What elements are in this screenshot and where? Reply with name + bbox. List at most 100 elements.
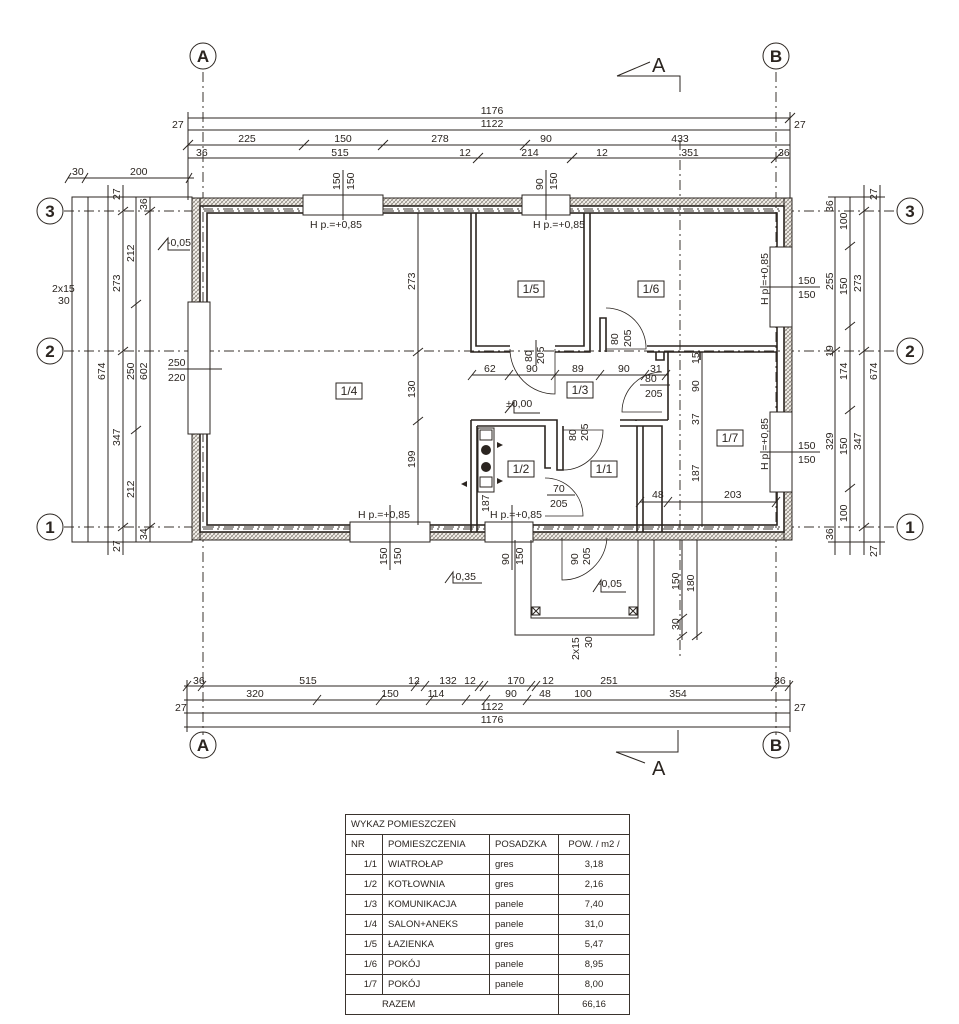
entrance-porch: 2x15 30 150 180 30	[514, 540, 703, 660]
svg-text:2: 2	[905, 342, 914, 361]
svg-text:1: 1	[45, 518, 54, 537]
row-floor: gres	[489, 854, 559, 875]
svg-text:200: 200	[130, 166, 148, 178]
svg-text:2x15: 2x15	[52, 283, 75, 295]
row-nr: 1/3	[345, 894, 383, 915]
svg-text:220: 220	[168, 372, 186, 384]
svg-text:-0,05: -0,05	[167, 237, 191, 249]
svg-text:150: 150	[670, 572, 682, 590]
svg-text:27: 27	[794, 702, 806, 714]
room-label-1-2: 1/2	[507, 460, 535, 478]
axis-marker-B-top: B	[762, 42, 790, 70]
svg-text:433: 433	[671, 133, 689, 145]
svg-text:329: 329	[824, 432, 836, 450]
room-label-1-1: 1/1	[590, 460, 618, 478]
svg-text:12: 12	[596, 147, 608, 159]
svg-text:100: 100	[838, 504, 850, 522]
svg-text:-0,35: -0,35	[452, 571, 476, 583]
level-marker-porch: -0,05	[592, 578, 626, 593]
svg-text:27: 27	[172, 119, 184, 131]
svg-text:150: 150	[331, 172, 343, 190]
svg-text:70: 70	[553, 483, 565, 495]
total-label: RAZEM	[345, 994, 559, 1015]
svg-text:250: 250	[168, 357, 186, 369]
svg-text:212: 212	[125, 480, 137, 498]
svg-text:347: 347	[852, 432, 864, 450]
svg-text:80: 80	[645, 373, 657, 385]
table-row: 1/1 WIATROŁAP gres 3,18	[345, 854, 630, 875]
svg-text:1/2: 1/2	[513, 462, 530, 476]
svg-text:278: 278	[431, 133, 449, 145]
svg-text:205: 205	[579, 423, 591, 441]
svg-text:674: 674	[96, 362, 108, 380]
row-nr: 1/4	[345, 914, 383, 935]
svg-text:80: 80	[567, 429, 579, 441]
svg-text:150: 150	[838, 277, 850, 295]
svg-text:A: A	[652, 758, 666, 780]
svg-text:12: 12	[542, 675, 554, 687]
door-entry: 90 205	[561, 537, 608, 581]
svg-text:132: 132	[439, 675, 457, 687]
svg-text:31: 31	[650, 363, 662, 375]
svg-text:150: 150	[392, 547, 404, 565]
svg-text:225: 225	[238, 133, 256, 145]
svg-text:150: 150	[798, 440, 816, 452]
svg-text:36: 36	[774, 675, 786, 687]
level-marker-outside: -0,35	[444, 570, 482, 584]
table-row: 1/2 KOTŁOWNIA gres 2,16	[345, 874, 630, 895]
room-label-1-6: 1/6	[637, 280, 665, 298]
svg-text:1/3: 1/3	[572, 383, 589, 397]
svg-text:351: 351	[681, 147, 699, 159]
room-1-7-dimensions: 15 90 37 187 48 203	[635, 352, 781, 527]
svg-text:320: 320	[246, 688, 264, 700]
living-room-dimensions: 273 130 199	[406, 213, 424, 525]
svg-text:90: 90	[540, 133, 552, 145]
axis-marker-B-bottom: B	[762, 731, 790, 759]
row-nr: 1/7	[345, 974, 383, 995]
svg-text:30: 30	[58, 295, 70, 307]
svg-text:89: 89	[572, 363, 584, 375]
svg-text:273: 273	[406, 272, 418, 290]
svg-text:205: 205	[581, 547, 593, 565]
svg-text:100: 100	[574, 688, 592, 700]
level-marker-terrace: -0,05	[157, 236, 191, 251]
svg-text:2: 2	[45, 342, 54, 361]
svg-text:150: 150	[345, 172, 357, 190]
terrace-dimensions: 30 200	[64, 166, 194, 184]
svg-text:12: 12	[408, 675, 420, 687]
svg-text:354: 354	[669, 688, 687, 700]
svg-text:150: 150	[838, 437, 850, 455]
window-top-mid: 90 150 H p.=+0,85	[521, 170, 585, 231]
table-row: 1/7 POKÓJ panele 8,00	[345, 974, 630, 995]
svg-text:1: 1	[905, 518, 914, 537]
svg-text:80: 80	[609, 333, 621, 345]
top-dimension-chain: 1176 1122 27 27 225 150 278 90 433 36 51…	[172, 105, 806, 200]
svg-text:36: 36	[138, 198, 150, 210]
window-top-left: 150 150 H p.=+0,85	[302, 170, 384, 231]
row-area: 2,16	[558, 874, 630, 895]
svg-text:62: 62	[484, 363, 496, 375]
window-bottom-left: 150 150 H p.=+0,85	[349, 505, 431, 570]
table-title-row: WYKAZ POMIESZCZEŃ	[345, 814, 630, 835]
axis-marker-2-left: 2	[36, 337, 64, 365]
door-bathroom: 80 205	[509, 340, 556, 395]
svg-text:H p.=+0,85: H p.=+0,85	[358, 509, 410, 521]
row-nr: 1/2	[345, 874, 383, 895]
svg-text:114: 114	[428, 688, 445, 700]
svg-text:27: 27	[868, 545, 880, 557]
row-area: 7,40	[558, 894, 630, 915]
svg-text:187: 187	[690, 464, 702, 482]
axis-marker-3-right: 3	[896, 197, 924, 225]
svg-text:12: 12	[464, 675, 476, 687]
door-room-1-7: 80 205	[621, 371, 670, 413]
interior-walls	[470, 213, 777, 532]
svg-text:B: B	[770, 736, 782, 755]
svg-text:36: 36	[824, 200, 836, 212]
svg-text:30: 30	[583, 636, 595, 648]
table-total-row: RAZEM 66,16	[345, 994, 630, 1015]
svg-text:90: 90	[618, 363, 630, 375]
room-label-1-7: 1/7	[716, 429, 744, 447]
total-area: 66,16	[558, 994, 630, 1015]
svg-text:100: 100	[838, 212, 850, 230]
svg-text:80: 80	[523, 350, 535, 362]
